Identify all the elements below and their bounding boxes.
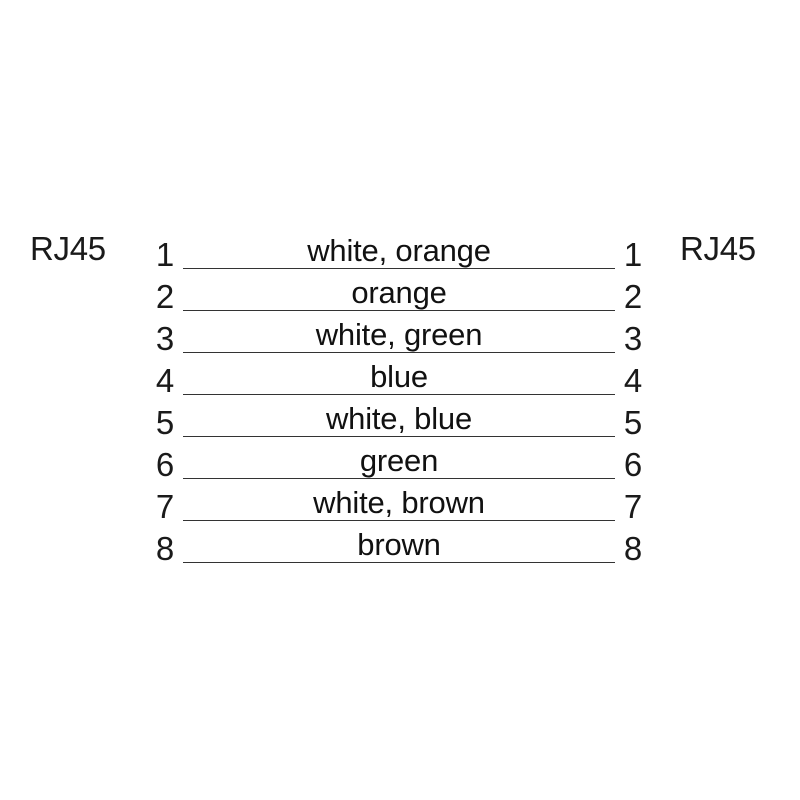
pin-number-right: 6: [623, 446, 643, 483]
wire-color-label: white, blue: [325, 401, 472, 436]
wire-color-label: white, orange: [307, 233, 491, 268]
pin-number-right: 4: [623, 362, 643, 399]
wire-color-label: orange: [351, 275, 447, 310]
wire-color-label: blue: [370, 359, 428, 394]
connector-label-right: RJ45: [680, 230, 756, 267]
wire-color-label: white, green: [315, 317, 483, 352]
pin-row: white, brown 7 7: [0, 485, 800, 527]
pin-row: white, orange 1 1: [0, 233, 800, 275]
pin-number-left: 1: [155, 236, 175, 273]
pin-row: blue 4 4: [0, 359, 800, 401]
wire-line: [183, 352, 615, 353]
wire-line: [183, 268, 615, 269]
pin-number-left: 2: [155, 278, 175, 315]
pin-row: green 6 6: [0, 443, 800, 485]
pin-number-right: 1: [623, 236, 643, 273]
wire-line: [183, 310, 615, 311]
pin-number-left: 4: [155, 362, 175, 399]
pin-row: white, blue 5 5: [0, 401, 800, 443]
wire-color-label: green: [359, 443, 439, 478]
pin-number-right: 5: [623, 404, 643, 441]
pin-row: brown 8 8: [0, 527, 800, 569]
pin-number-left: 6: [155, 446, 175, 483]
wire-line: [183, 436, 615, 437]
pin-number-left: 8: [155, 530, 175, 567]
pin-number-right: 2: [623, 278, 643, 315]
connector-label-left: RJ45: [30, 230, 106, 267]
pin-row: white, green 3 3: [0, 317, 800, 359]
pin-number-left: 5: [155, 404, 175, 441]
pin-number-left: 7: [155, 488, 175, 525]
pin-number-right: 8: [623, 530, 643, 567]
wire-color-label: brown: [357, 527, 441, 562]
pin-number-left: 3: [155, 320, 175, 357]
pin-number-right: 7: [623, 488, 643, 525]
wire-line: [183, 520, 615, 521]
wire-line: [183, 562, 615, 563]
wire-line: [183, 394, 615, 395]
pin-number-right: 3: [623, 320, 643, 357]
wire-color-label: white, brown: [313, 485, 485, 520]
wire-line: [183, 478, 615, 479]
pin-row: orange 2 2: [0, 275, 800, 317]
